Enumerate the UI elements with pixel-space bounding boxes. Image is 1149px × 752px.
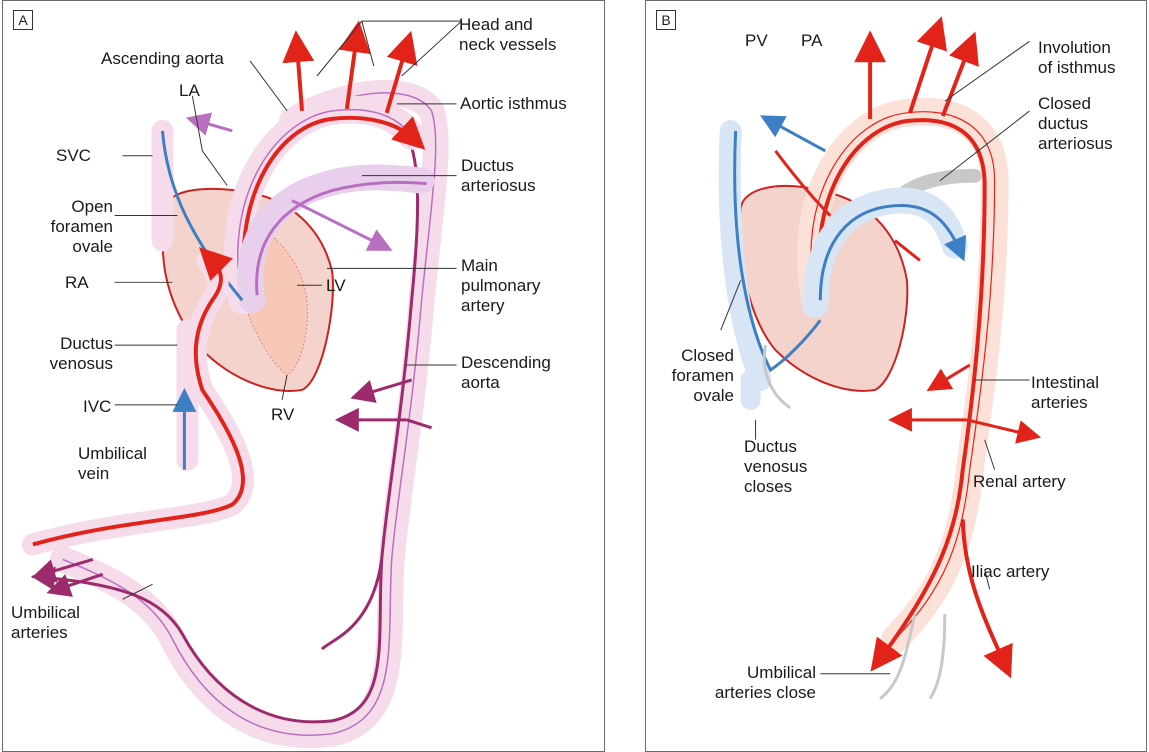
panel-b-postnatal-circulation: B: [645, 0, 1147, 752]
label-ra: RA: [65, 273, 89, 293]
label-closed-ductus-arteriosus: Closed ductus arteriosus: [1038, 94, 1113, 154]
pulmonary-branch-right: [771, 121, 826, 151]
label-ascending-aorta: Ascending aorta: [101, 49, 224, 69]
label-renal-artery: Renal artery: [973, 472, 1066, 492]
label-pv: PV: [745, 31, 768, 51]
label-intestinal-arteries: Intestinal arteries: [1031, 373, 1099, 413]
label-closed-foramen-ovale: Closed foramen ovale: [646, 346, 734, 406]
label-la: LA: [179, 81, 200, 101]
label-ductus-arteriosus: Ductus arteriosus: [461, 156, 536, 196]
label-umbilical-vein: Umbilical vein: [78, 444, 147, 484]
label-iliac-artery: Iliac artery: [971, 562, 1049, 582]
label-ductus-venosus-closes: Ductus venosus closes: [744, 437, 807, 497]
head-vessel-1: [297, 46, 302, 111]
branch-right-lung: [197, 121, 232, 131]
label-descending-aorta: Descending aorta: [461, 353, 551, 393]
label-main-pulmonary-artery: Main pulmonary artery: [461, 256, 540, 316]
label-svc: SVC: [56, 146, 91, 166]
panel-a-fetal-circulation: A: [2, 0, 605, 752]
intestinal-branch: [937, 365, 970, 385]
label-lv: LV: [326, 276, 346, 296]
label-umbilical-arteries-close: Umbilical arteries close: [686, 663, 816, 703]
label-involution-isthmus: Involution of isthmus: [1038, 38, 1115, 78]
label-umbilical-arteries: Umbilical arteries: [11, 603, 80, 643]
label-ductus-venosus: Ductus venosus: [23, 334, 113, 374]
closed-umbilical-artery-2: [930, 614, 945, 699]
label-head-neck: Head and neck vessels: [459, 15, 556, 55]
label-aortic-isthmus: Aortic isthmus: [460, 94, 567, 114]
label-rv: RV: [271, 405, 294, 425]
label-ivc: IVC: [83, 397, 111, 417]
label-pa: PA: [801, 31, 822, 51]
label-open-foramen-ovale: Open foramen ovale: [29, 197, 113, 257]
